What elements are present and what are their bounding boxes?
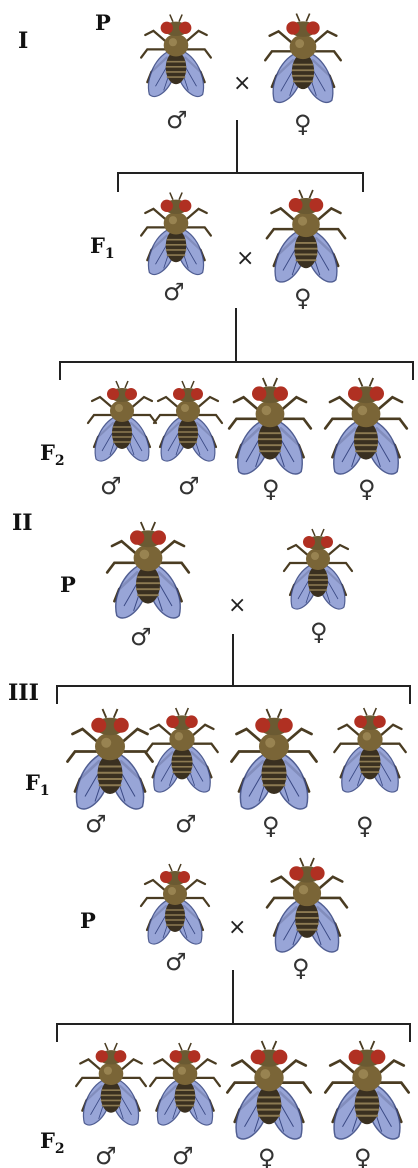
female-symbol: ♀ <box>294 284 312 312</box>
fruit-fly-icon <box>141 864 209 944</box>
offspring-bracket <box>57 1024 410 1042</box>
section-numeral-iii: III <box>8 680 39 706</box>
male-symbol: ♂ <box>178 472 200 500</box>
fruit-fly-icon <box>267 858 347 952</box>
cross-symbol: × <box>228 593 246 618</box>
p-label: P <box>95 10 111 35</box>
female-symbol: ♀ <box>358 475 376 503</box>
fruit-fly-icon <box>141 193 211 275</box>
male-symbol: ♂ <box>172 1142 194 1168</box>
fruit-fly-icon <box>334 708 405 792</box>
fruit-fly-icon <box>141 15 211 97</box>
fruit-fly-icon <box>68 709 153 809</box>
fruit-fly-icon <box>227 1041 310 1139</box>
female-symbol: ♀ <box>258 1144 276 1168</box>
cross-symbol: × <box>236 246 254 271</box>
fruit-fly-icon <box>146 708 217 792</box>
section-numeral-i: I <box>18 28 28 54</box>
female-symbol: ♀ <box>354 1144 372 1168</box>
fruit-fly-icon <box>76 1043 146 1125</box>
male-symbol: ♂ <box>163 278 185 306</box>
male-symbol: ♂ <box>130 623 152 651</box>
fruit-fly-icon <box>88 381 156 461</box>
f1-label: F1 <box>90 233 115 262</box>
p-label: P <box>60 572 76 597</box>
f2-label: F2 <box>40 440 65 469</box>
offspring-bracket <box>57 686 410 704</box>
male-symbol: ♂ <box>175 810 197 838</box>
fruit-fly-icon <box>154 381 222 461</box>
fruit-fly-icon <box>232 709 317 809</box>
male-symbol: ♂ <box>166 106 188 134</box>
female-symbol: ♀ <box>310 618 328 646</box>
female-symbol: ♀ <box>262 812 280 840</box>
fruit-fly-icon <box>284 529 352 609</box>
f2-label: F2 <box>40 1128 65 1157</box>
fruit-fly-icon <box>107 522 189 618</box>
female-symbol: ♀ <box>262 475 280 503</box>
male-symbol: ♂ <box>100 472 122 500</box>
fruit-fly-icon <box>150 1043 220 1125</box>
fruit-fly-icon <box>229 378 311 474</box>
section-numeral-ii: II <box>12 510 33 536</box>
fruit-fly-icon <box>267 190 345 282</box>
fruit-fly-icon <box>265 14 341 103</box>
male-symbol: ♂ <box>95 1142 117 1168</box>
female-symbol: ♀ <box>294 110 312 138</box>
fruit-fly-icon <box>325 378 407 474</box>
female-symbol: ♀ <box>356 812 374 840</box>
cross-symbol: × <box>228 915 246 940</box>
cross-symbol: × <box>233 71 251 96</box>
male-symbol: ♂ <box>85 810 107 838</box>
female-symbol: ♀ <box>292 954 310 982</box>
male-symbol: ♂ <box>165 948 187 976</box>
p-label: P <box>80 908 96 933</box>
fruit-fly-icon <box>325 1041 408 1139</box>
f1-label: F1 <box>25 770 50 799</box>
offspring-bracket <box>118 173 363 192</box>
offspring-bracket <box>60 362 413 380</box>
